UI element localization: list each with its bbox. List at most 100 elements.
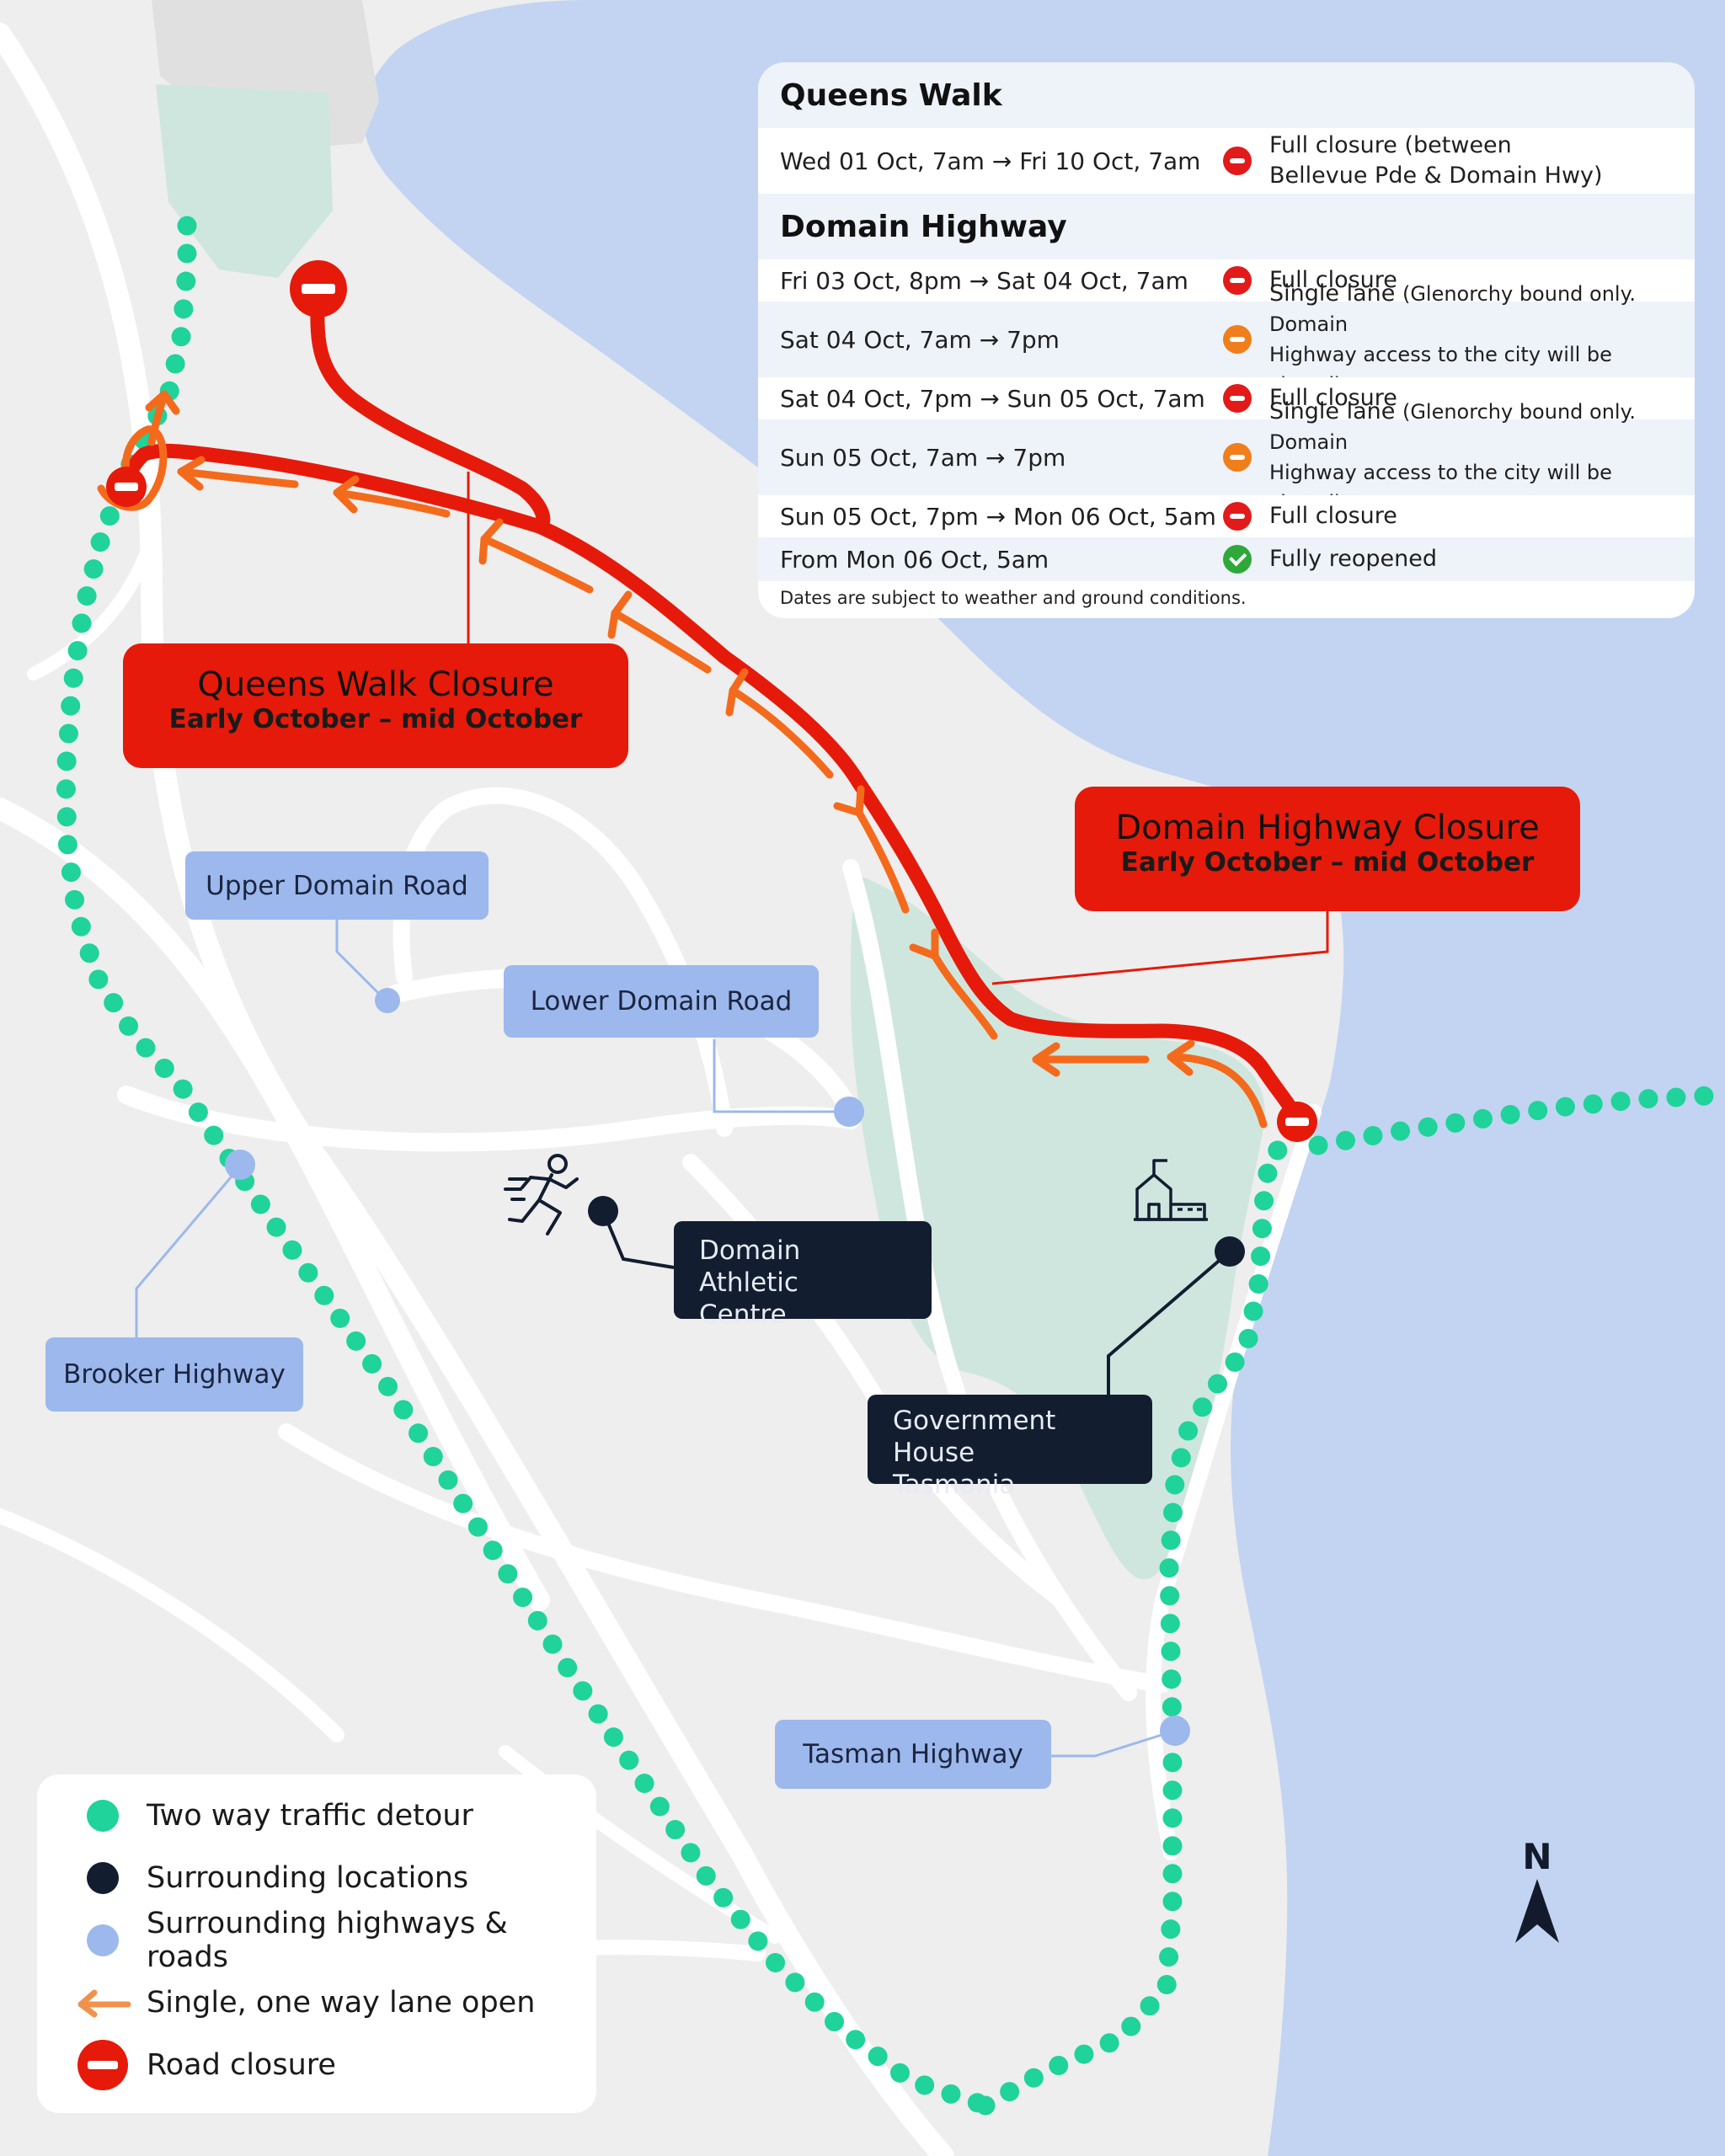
detour-dot — [748, 1931, 768, 1951]
detour-dot — [785, 1972, 805, 1993]
road-dot-icon — [87, 1924, 119, 1956]
detour-route — [56, 216, 1714, 2116]
closure-icon — [1223, 266, 1252, 295]
road-bg-3 — [117, 1086, 860, 1152]
detour-dot — [1162, 1836, 1183, 1856]
detour-dot — [77, 586, 97, 606]
detour-dot — [1208, 1374, 1228, 1394]
detour-dot — [649, 1796, 670, 1817]
detour-dot — [71, 916, 91, 937]
detour-dot — [165, 354, 185, 374]
detour-dot — [1161, 1530, 1181, 1550]
detour-dot — [1162, 1753, 1183, 1773]
detour-dot — [393, 1400, 414, 1420]
detour-dot — [453, 1493, 473, 1513]
detour-dot — [1666, 1087, 1686, 1107]
detour-dot — [1694, 1086, 1714, 1106]
callout-leaders — [467, 472, 1329, 985]
detour-dot — [250, 1194, 270, 1214]
detour-dot — [173, 1079, 193, 1099]
detour-dot — [174, 299, 194, 319]
detour-dot — [1074, 2044, 1094, 2064]
road-bg-12 — [27, 532, 158, 680]
detour-dot — [176, 271, 196, 291]
detour-dot — [1472, 1108, 1493, 1129]
detour-dot — [634, 1774, 654, 1794]
detour-dot — [346, 1331, 366, 1351]
schedule-row: From Mon 06 Oct, 5am Fully reopened — [758, 537, 1695, 581]
detour-dot — [423, 1447, 443, 1467]
detour-dot — [890, 2063, 911, 2083]
building-icon — [1134, 1159, 1208, 1221]
detour-dot — [90, 532, 110, 552]
detour-dot — [941, 2084, 961, 2104]
detour-dot — [1528, 1101, 1548, 1121]
detour-dot — [65, 889, 85, 910]
detour-dot — [1638, 1089, 1658, 1109]
detour-dot — [1162, 1864, 1183, 1884]
detour-dot — [61, 862, 81, 883]
domain-highway-heading: Domain Highway — [758, 194, 1695, 259]
schedule-date: Sat 04 Oct, 7pm → Sun 05 Oct, 7am — [780, 384, 1205, 413]
detour-dot — [83, 559, 104, 579]
detour-dot — [1162, 1697, 1182, 1717]
legend-detour: Two way traffic detour — [37, 1786, 596, 1845]
detour-dot — [619, 1750, 639, 1770]
detour-dot — [1162, 1808, 1183, 1828]
closure-icon — [1223, 384, 1252, 413]
callout-subtitle: Early October – mid October — [1120, 847, 1535, 878]
single-lane-icon — [1223, 443, 1252, 472]
detour-dot — [1178, 1421, 1199, 1441]
detour-dot — [56, 779, 76, 799]
detour-dot — [1049, 2056, 1069, 2076]
detour-dot — [1363, 1126, 1383, 1146]
detour-dot — [825, 2012, 845, 2032]
detour-dot — [1225, 1352, 1245, 1372]
detour-dot — [681, 1843, 701, 1863]
detour-dot — [409, 1423, 429, 1444]
detour-dot — [177, 216, 197, 236]
detour-dot — [1121, 2016, 1141, 2036]
schedule-row: Sat 04 Oct, 7am → 7pm Single lane (Gleno… — [758, 280, 1695, 397]
schedule-footnote: Dates are subject to weather and ground … — [780, 588, 1247, 608]
callout-title: Domain Highway Closure — [1115, 808, 1540, 847]
check-icon — [1223, 545, 1252, 574]
schedule-status: Fully reopened — [1269, 546, 1437, 572]
road-closure-icon — [77, 2040, 128, 2090]
schedule-status: Full closure — [1269, 267, 1397, 293]
compass: N — [1508, 1836, 1567, 1948]
callout-subtitle: Early October – mid October — [168, 704, 583, 734]
detour-dot — [1161, 1919, 1181, 1940]
detour-dot — [542, 1634, 563, 1654]
road-bg-8 — [0, 1508, 344, 1742]
brooker-highway-label: Brooker Highway — [45, 1337, 303, 1412]
detour-dot — [188, 1102, 208, 1123]
detour-dot — [730, 1909, 750, 1929]
detour-dot — [56, 751, 77, 771]
detour-dot — [588, 1704, 608, 1724]
detour-dot — [696, 1865, 716, 1886]
detour-dot — [713, 1887, 734, 1908]
schedule-date: Wed 01 Oct, 7am → Fri 10 Oct, 7am — [780, 147, 1201, 175]
detour-dot — [99, 506, 120, 526]
legend-locations: Surrounding locations — [37, 1849, 596, 1908]
lower-domain-road-label: Lower Domain Road — [504, 965, 819, 1038]
detour-dot — [61, 696, 81, 716]
detour-dot — [513, 1588, 533, 1608]
detour-dot — [1254, 1191, 1274, 1211]
detour-dot — [1252, 1219, 1272, 1239]
detour-dot — [1238, 1328, 1258, 1348]
schedule-panel: Queens Walk Wed 01 Oct, 7am → Fri 10 Oct… — [758, 62, 1695, 618]
location-pins — [225, 988, 1245, 1746]
detour-dot — [1268, 1140, 1288, 1161]
detour-dot — [298, 1262, 318, 1283]
detour-dot — [1162, 1780, 1183, 1801]
detour-dot — [527, 1610, 547, 1630]
detour-dot — [136, 1038, 156, 1058]
detour-dot — [483, 1540, 503, 1561]
detour-dot — [119, 1016, 139, 1036]
detour-dot — [868, 2047, 888, 2067]
detour-dot — [603, 1727, 623, 1748]
road-bg-10 — [842, 859, 1137, 1701]
